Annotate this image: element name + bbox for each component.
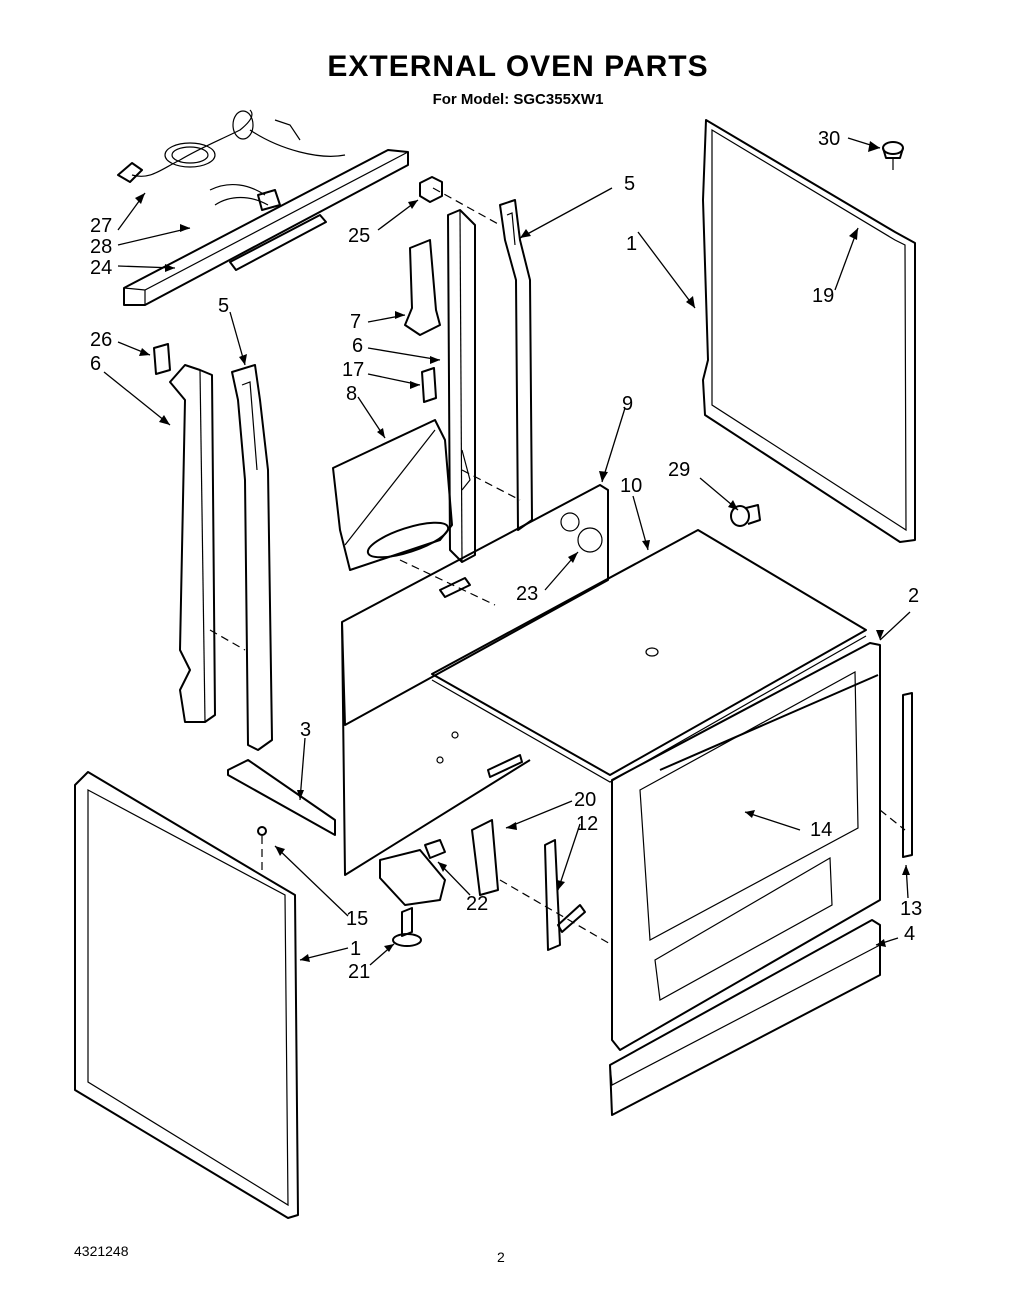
small-bracket-part	[153, 343, 171, 375]
callout-1-upper: 1	[626, 233, 637, 255]
callout-1-lower: 1	[350, 938, 361, 960]
callout-5-right: 5	[624, 173, 635, 195]
callout-27: 27	[90, 215, 112, 237]
side-panel-center-part	[447, 209, 476, 563]
callout-24: 24	[90, 257, 112, 279]
callout-15: 15	[346, 908, 368, 930]
lower-rail-part	[227, 759, 336, 836]
burner-box-part	[332, 419, 453, 571]
model-subtitle: For Model: SGC355XW1	[432, 91, 604, 108]
top-rail-part	[123, 149, 409, 306]
side-trim-right-part	[499, 199, 533, 531]
callout-10: 10	[620, 475, 642, 497]
oven-body-left-part	[341, 621, 531, 876]
callout-5-left: 5	[218, 295, 229, 317]
side-panel-frame-upper-part	[702, 119, 916, 543]
bracket-part	[404, 239, 441, 336]
callout-29: 29	[668, 459, 690, 481]
side-trim-left-part	[231, 364, 273, 751]
screw-part	[257, 826, 267, 836]
strip-part	[902, 692, 913, 858]
callout-30: 30	[818, 128, 840, 150]
callout-9: 9	[622, 393, 633, 415]
leveling-screw-part	[392, 907, 422, 947]
document-number: 4321248	[74, 1243, 129, 1259]
callout-labels: 30 5 1 19 27 28 24 25 5 26 6 7 6 17 8 9 …	[90, 128, 922, 983]
clamp-part	[424, 839, 446, 859]
bushing-part	[730, 504, 761, 527]
callout-22: 22	[466, 893, 488, 915]
arrow-heads	[135, 141, 910, 962]
callout-21: 21	[348, 961, 370, 983]
callout-2: 2	[908, 585, 919, 607]
side-panel-frame-lower-part	[74, 771, 299, 1219]
rear-panel-part	[341, 484, 609, 726]
side-panel-left-part	[169, 364, 216, 723]
callout-12: 12	[576, 813, 598, 835]
callout-28: 28	[90, 236, 112, 258]
knob-part	[882, 141, 904, 170]
small-plate-part	[421, 367, 437, 403]
hinge-part	[544, 839, 586, 951]
callout-3: 3	[300, 719, 311, 741]
callout-25: 25	[348, 225, 370, 247]
clip-part	[419, 176, 443, 203]
page-title: EXTERNAL OVEN PARTS	[327, 50, 709, 83]
callout-13: 13	[900, 898, 922, 920]
callout-8: 8	[346, 383, 357, 405]
callout-19: 19	[812, 285, 834, 307]
callout-20: 20	[574, 789, 596, 811]
callout-14: 14	[810, 819, 832, 841]
page-number: 2	[497, 1249, 505, 1265]
callout-6-left: 6	[90, 353, 101, 375]
assembly-guide-lines	[209, 187, 906, 946]
front-frame-part	[611, 642, 881, 1051]
top-cover-part	[431, 529, 867, 783]
callout-6-center: 6	[352, 335, 363, 357]
rod-part	[659, 674, 879, 771]
bottom-rail-part	[609, 919, 881, 1116]
callout-17: 17	[342, 359, 364, 381]
callout-7: 7	[350, 311, 361, 333]
leader-lines	[103, 137, 911, 966]
power-cord-part	[117, 109, 346, 211]
callout-26: 26	[90, 329, 112, 351]
callout-4: 4	[904, 923, 915, 945]
callout-23: 23	[516, 583, 538, 605]
leveler-box-part	[379, 849, 446, 906]
bracket-lower-part	[471, 819, 499, 896]
